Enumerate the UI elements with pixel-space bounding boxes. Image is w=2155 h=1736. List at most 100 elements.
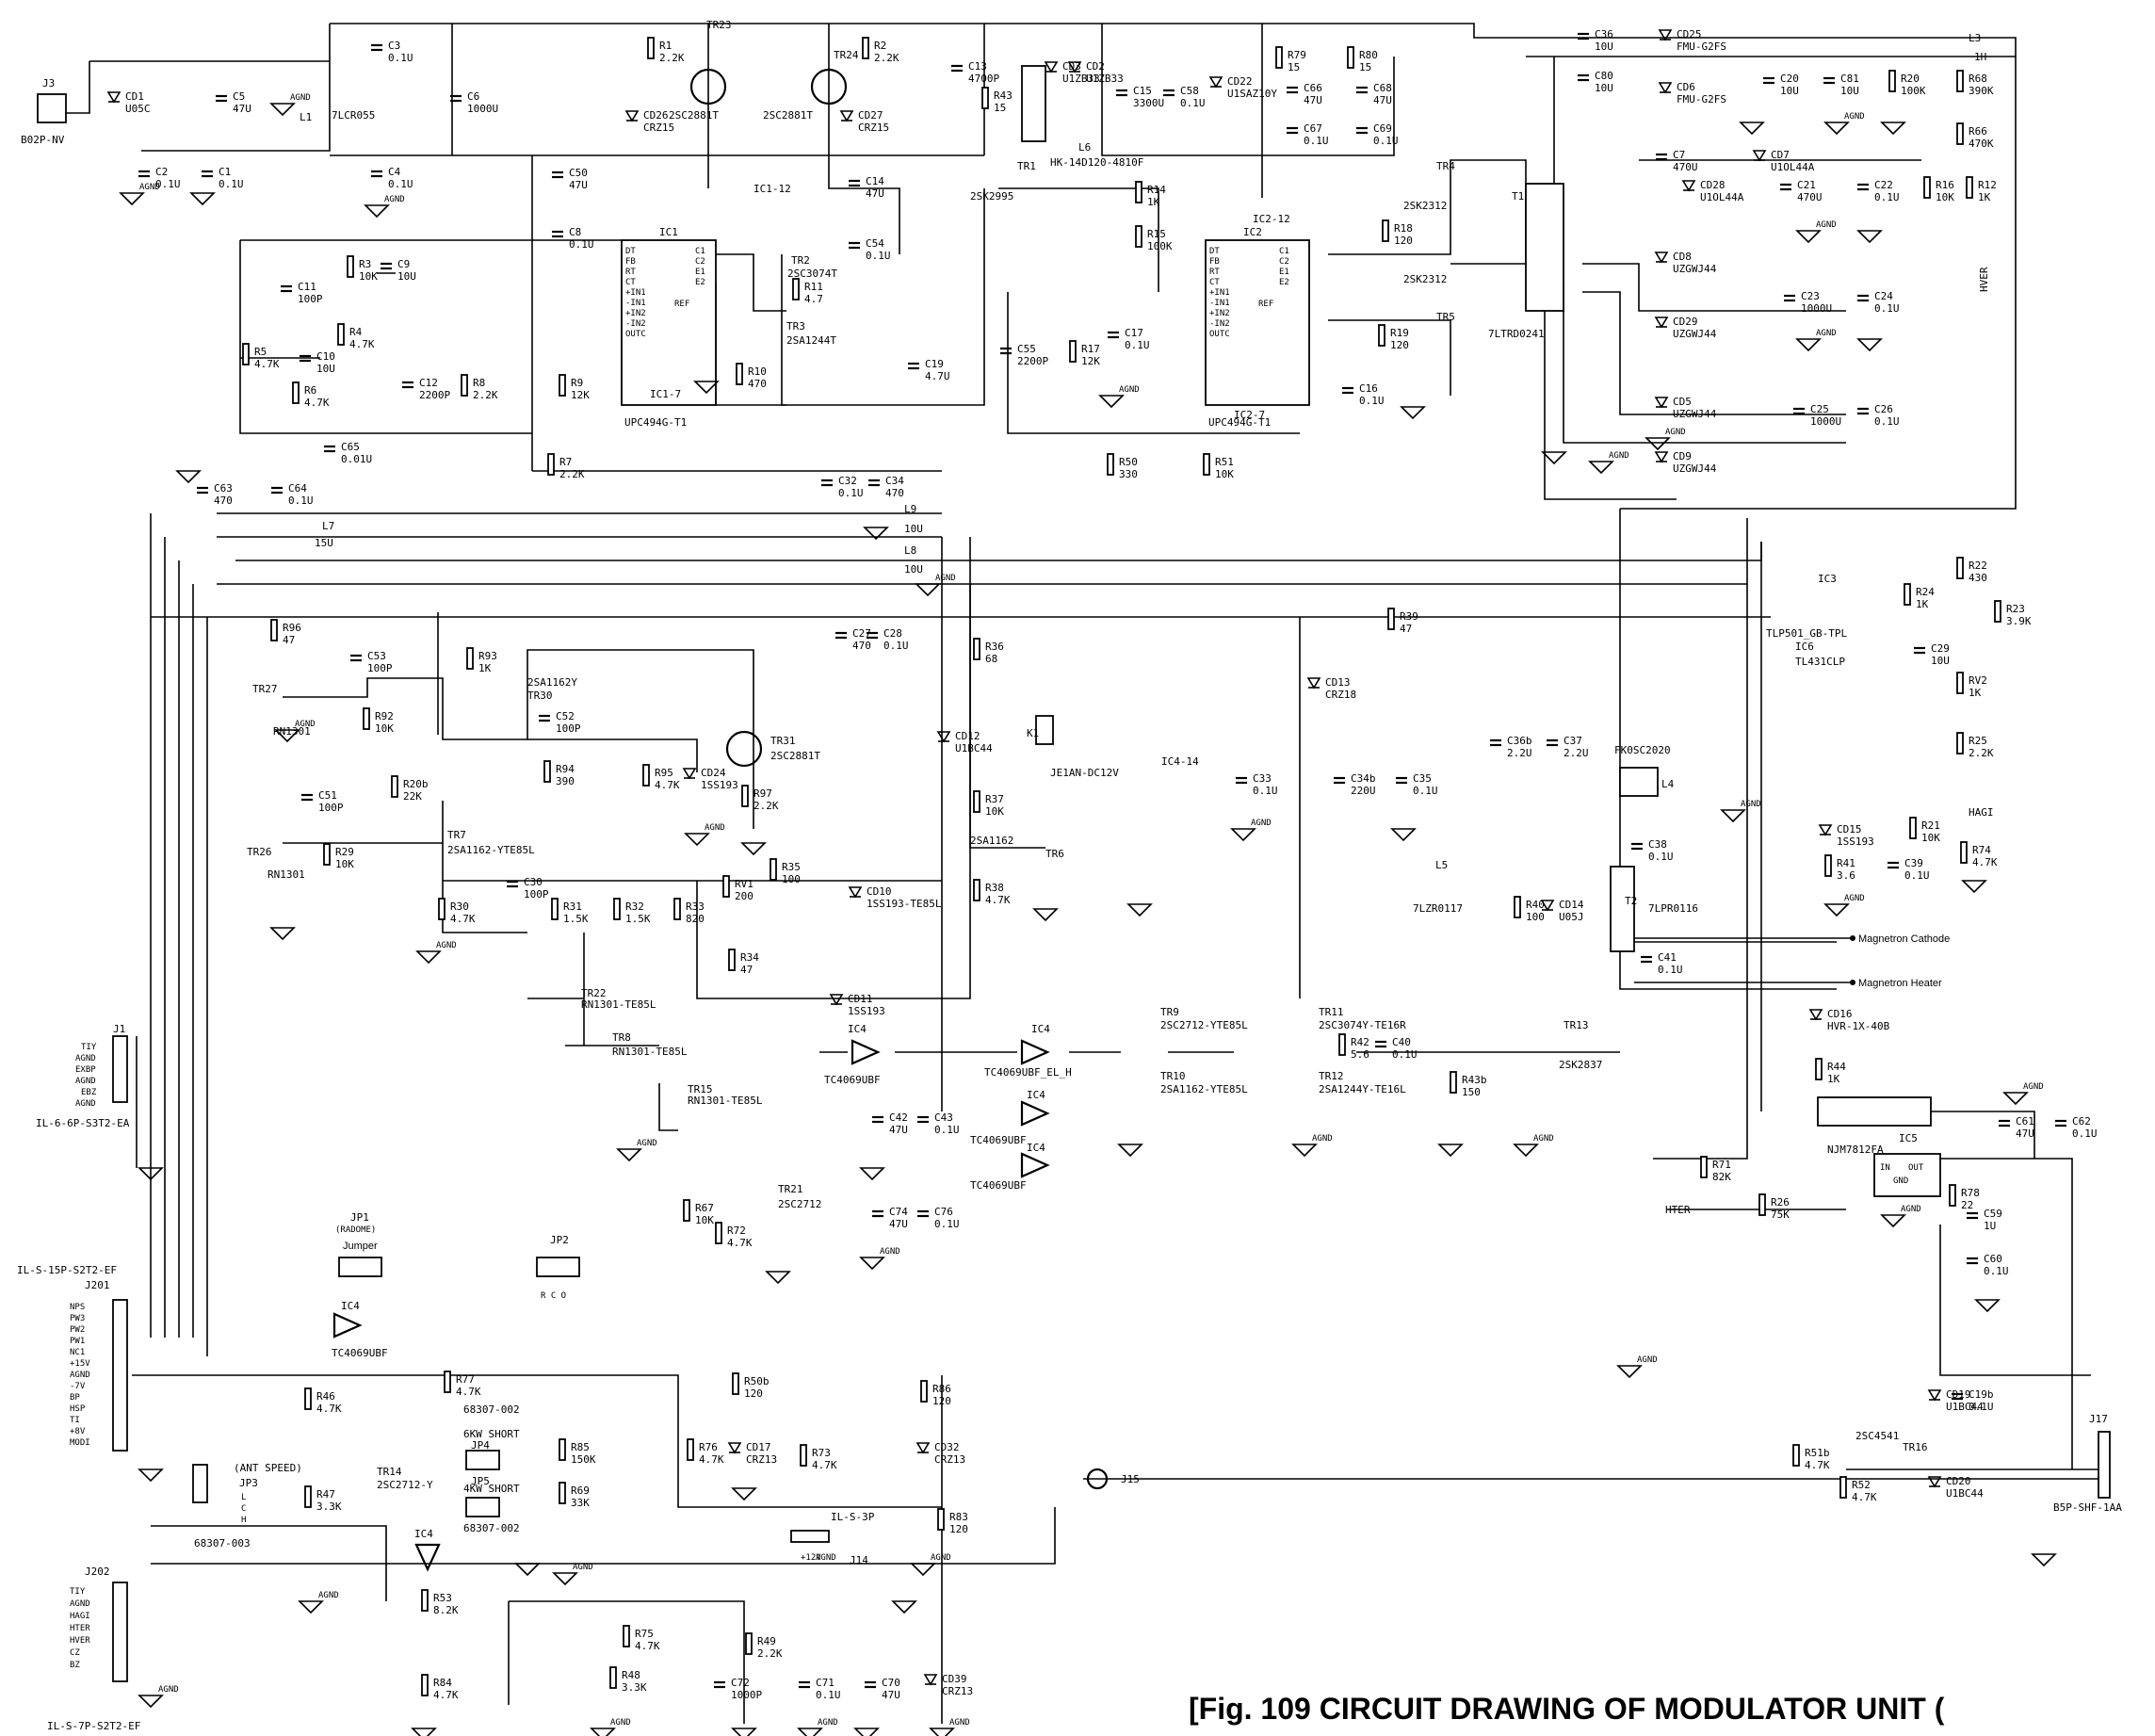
component-ref: CD19	[1946, 1388, 1971, 1401]
component-ref: R53	[433, 1592, 452, 1604]
component-ref: C64	[288, 482, 307, 495]
component-ref: C26	[1874, 403, 1893, 415]
ground-symbol	[863, 527, 889, 541]
component-value: 33K	[571, 1497, 590, 1509]
ground-symbol	[731, 1487, 757, 1501]
resistor-symbol	[1888, 70, 1896, 92]
ic2-pin-left: DT	[1209, 247, 1220, 256]
component-value: 2200P	[1017, 355, 1048, 367]
diode-symbol	[848, 886, 863, 899]
component-value: 15	[1359, 61, 1371, 73]
j201-pin-label: +15V	[70, 1359, 90, 1369]
component-value: 0.1U	[1984, 1265, 2009, 1277]
component-value: 100K	[1901, 85, 1926, 97]
component-value: U05J	[1559, 911, 1584, 923]
ground-symbol: AGND	[1795, 329, 1837, 352]
component-value: 390K	[1969, 85, 1994, 97]
component-ref: R40	[1526, 899, 1545, 911]
resistor-symbol	[1839, 1476, 1847, 1499]
ic3-part: TLP501_GB-TPL	[1766, 627, 1847, 640]
component-value: 0.1U	[1359, 395, 1385, 407]
diode-symbol	[915, 1442, 931, 1454]
component-ref: R83	[949, 1511, 968, 1523]
ground-label: AGND	[1665, 428, 1686, 437]
ic4-ref-2: IC4	[1031, 1023, 1050, 1035]
connector-j201: IL-S-15P-S2T2-EF J201 NPSPW3PW2PW1NC1+15…	[17, 1264, 117, 1448]
resistor-symbol	[1956, 557, 1964, 579]
ground-symbol: AGND	[138, 1685, 179, 1709]
component-value: 0.1U	[2072, 1128, 2098, 1140]
ic6: IC6 TL431CLP	[1795, 641, 1845, 668]
diode-symbol	[106, 91, 122, 104]
component-value: 0.1U	[1413, 785, 1438, 797]
ic5-pin-out: OUT	[1908, 1163, 1924, 1173]
j202-pin-label: BZ	[70, 1661, 80, 1670]
component-value: 10U	[1840, 85, 1859, 97]
component-ref: C23	[1801, 290, 1820, 302]
ground-triangle	[853, 1728, 880, 1736]
component-ref: R21	[1921, 819, 1940, 832]
ground-symbol	[1856, 230, 1883, 244]
connector-j14: IL-S-3P J14 +12V AGND	[801, 1511, 875, 1566]
transistor-part: RN1301	[273, 725, 311, 738]
component-ref: R30	[450, 900, 469, 913]
diode-symbol	[1658, 29, 1673, 41]
component-ref: CD29	[1673, 316, 1698, 328]
diode-symbol	[839, 110, 854, 122]
component-ref: R96	[283, 622, 301, 634]
component-ref: C65	[341, 441, 360, 453]
ground-triangle	[138, 1167, 164, 1181]
diode-symbol	[936, 731, 951, 743]
component-value: 1000P	[731, 1689, 762, 1701]
component-value: 22K	[403, 790, 422, 803]
ground-triangle	[1126, 903, 1153, 917]
ground-triangle	[731, 1728, 757, 1736]
component-value: 1000U	[1810, 415, 1841, 428]
ground-label: AGND	[139, 183, 160, 192]
component-ref: R1	[659, 40, 672, 52]
ground-label: AGND	[949, 1718, 970, 1728]
hter-label: HTER	[1665, 1204, 1691, 1216]
ground-triangle	[1739, 122, 1765, 136]
ground-label: AGND	[1119, 385, 1140, 395]
component-value: 100	[1526, 911, 1545, 923]
resistor-symbol	[673, 898, 681, 920]
component-ref: C69	[1373, 122, 1392, 135]
component-value: 10K	[359, 270, 378, 283]
resistor-symbol	[438, 898, 446, 920]
component-ref: C4	[388, 166, 401, 178]
transistor-ref: TR7	[447, 829, 466, 841]
component-value: 10U	[1931, 655, 1950, 667]
resistor-symbol	[736, 363, 743, 385]
magnetic-part: 7LPR0116	[1648, 902, 1698, 915]
resistor-symbol	[981, 87, 989, 109]
component-ref: C63	[214, 482, 233, 495]
component-ref: R72	[727, 1225, 746, 1237]
component-value: 47	[740, 964, 753, 976]
component-ref: CD6	[1677, 81, 1695, 93]
component-value: 22	[1961, 1199, 1973, 1211]
ground-triangle	[1230, 828, 1256, 842]
component-ref: R4	[349, 326, 363, 338]
jp3-pin-c: C	[241, 1504, 246, 1514]
